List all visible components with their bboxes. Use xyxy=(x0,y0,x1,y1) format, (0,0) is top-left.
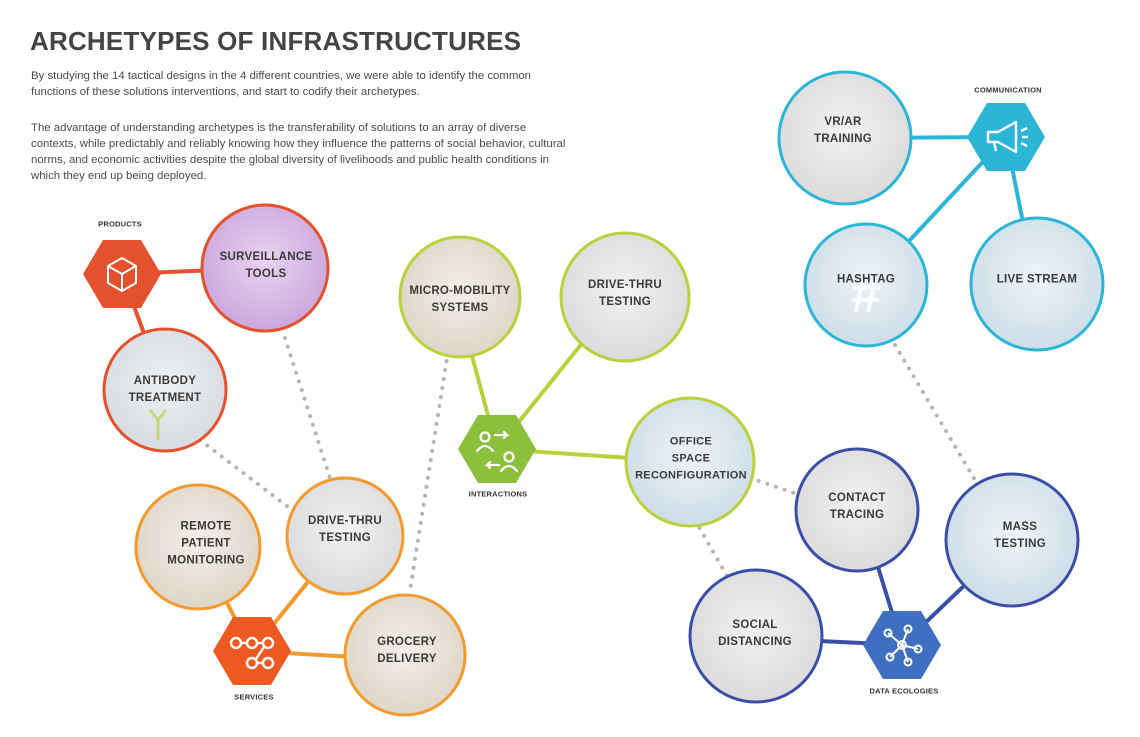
category-label-communication: COMMUNICATION xyxy=(974,85,1042,95)
label-hashtag: HASHTAG xyxy=(836,273,896,286)
hub-interactions xyxy=(458,415,536,483)
label-grocery-delivery: GROCERY DELIVERY xyxy=(377,636,437,665)
label-social-distancing: SOCIAL DISTANCING xyxy=(718,619,792,648)
category-label-products: PRODUCTS xyxy=(98,219,142,229)
label-contact-tracing: CONTACT TRACING xyxy=(828,492,886,521)
megaphone-icon xyxy=(986,120,1028,154)
page-title: ARCHETYPES OF INFRASTRUCTURES xyxy=(30,26,522,56)
network-icon xyxy=(883,624,923,667)
label-drive-thru-testing-services: DRIVE-THRU TESTING xyxy=(308,515,382,544)
node-remote-patient-monitoring xyxy=(134,483,262,611)
intro-paragraph-1: By studying the 14 tactical designs in t… xyxy=(31,70,531,98)
intro-paragraph-2: The advantage of understanding archetype… xyxy=(31,122,566,182)
hub-services xyxy=(213,617,291,685)
label-live-stream: LIVE STREAM xyxy=(996,273,1078,286)
node-antibody-treatment xyxy=(102,327,228,453)
category-label-services: SERVICES xyxy=(234,692,274,702)
exchange-people-icon xyxy=(475,430,519,473)
node-social-distancing xyxy=(688,568,824,704)
label-surveillance-tools: SURVEILLANCE TOOLS xyxy=(219,251,313,280)
cube-icon xyxy=(107,257,137,292)
node-mass-testing xyxy=(944,472,1080,608)
node-drive-thru-testing-interactions xyxy=(559,231,691,363)
node-vr-ar-training xyxy=(777,70,913,206)
category-label-data-ecologies: DATA ECOLOGIES xyxy=(869,686,939,696)
node-live-stream xyxy=(969,216,1105,352)
node-contact-tracing xyxy=(794,447,920,573)
label-micro-mobility-systems: MICRO-MOBILITY SYSTEMS xyxy=(409,285,511,314)
category-label-interactions: INTERACTIONS xyxy=(468,489,528,499)
label-antibody-treatment: ANTIBODY TREATMENT xyxy=(128,375,202,404)
node-grocery-delivery xyxy=(343,593,467,717)
node-hashtag: # xyxy=(803,222,929,348)
label-remote-patient-monitoring: REMOTE PATIENT MONITORING xyxy=(167,520,245,567)
hub-communication xyxy=(967,103,1045,171)
svg-text:#: # xyxy=(851,264,881,324)
hub-data-ecologies xyxy=(863,611,941,679)
connected-nodes-icon xyxy=(229,636,275,670)
node-office-space-reconfiguration xyxy=(624,396,756,528)
dotted-links xyxy=(198,336,977,592)
hub-products xyxy=(83,240,161,308)
node-surveillance-tools xyxy=(200,203,330,333)
label-drive-thru-testing-interactions: DRIVE-THRU TESTING xyxy=(588,279,662,308)
node-drive-thru-testing-services xyxy=(285,476,405,596)
node-micro-mobility-systems xyxy=(398,235,522,359)
label-vr-ar-training: VR/AR TRAINING xyxy=(814,116,872,145)
label-mass-testing: MASS TESTING xyxy=(994,521,1046,550)
label-office-space-reconfiguration: OFFICE SPACE RECONFIGURATION xyxy=(635,435,747,482)
